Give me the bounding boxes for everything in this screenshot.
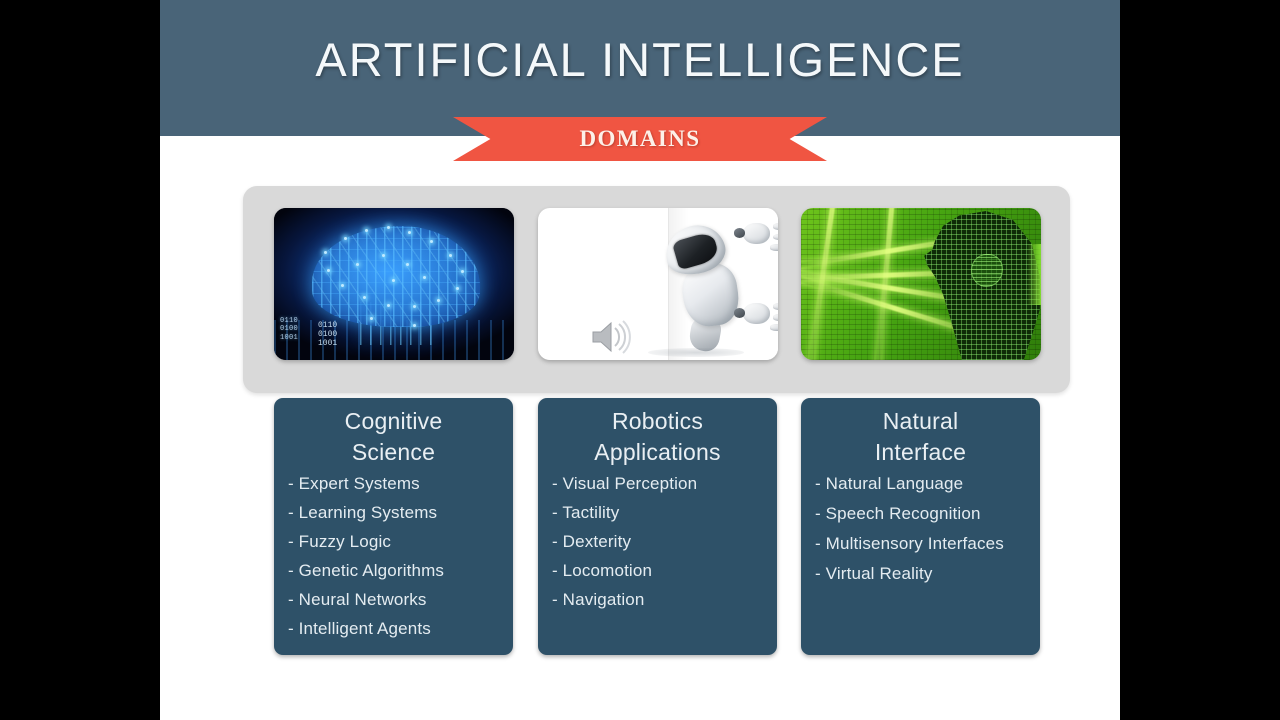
- card-item-list: - Natural Language - Speech Recognition …: [815, 474, 1040, 584]
- list-item: - Learning Systems: [288, 503, 438, 522]
- robot-image: [538, 208, 778, 360]
- card-title-line2: Interface: [874, 439, 967, 465]
- page-title: ARTIFICIAL INTELLIGENCE: [315, 33, 965, 86]
- letterbox-bar-right: [1120, 0, 1280, 720]
- presentation-slide: ARTIFICIAL INTELLIGENCE DOMAINS: [160, 0, 1120, 720]
- card-title: Cognitive Science: [284, 406, 503, 468]
- robot-finger: [770, 324, 778, 332]
- list-item: - Tactility: [552, 503, 620, 522]
- robot-hand-upper: [742, 222, 771, 245]
- robot-figure: [658, 218, 778, 354]
- media-panel: 0110 0100 1001 0110 0100 1001: [243, 186, 1070, 393]
- card-item-list: - Expert Systems - Learning Systems - Fu…: [288, 474, 513, 639]
- binary-text-right: 0110 0100 1001: [318, 321, 338, 348]
- robot-finger: [770, 244, 778, 252]
- list-item: - Natural Language: [815, 474, 964, 493]
- robot-finger: [772, 222, 778, 230]
- brain-nodes: [274, 208, 514, 360]
- list-item: - Navigation: [552, 590, 645, 609]
- list-item: - Neural Networks: [288, 590, 427, 609]
- robot-finger: [772, 233, 778, 241]
- domain-card-cognitive-science[interactable]: Cognitive Science - Expert Systems - Lea…: [274, 398, 513, 655]
- list-item: - Virtual Reality: [815, 564, 933, 583]
- domains-ribbon: DOMAINS: [453, 117, 827, 161]
- card-title-line1: Cognitive: [344, 408, 443, 434]
- robot-finger: [772, 313, 778, 321]
- binary-text-left: 0110 0100 1001: [280, 316, 299, 342]
- list-item: - Multisensory Interfaces: [815, 534, 1004, 553]
- ribbon-shape: [453, 117, 827, 161]
- list-item: - Dexterity: [552, 532, 632, 551]
- robot-finger: [772, 303, 778, 311]
- robot-joint-lower: [734, 308, 746, 318]
- list-item: - Fuzzy Logic: [288, 532, 392, 551]
- robot-hand-lower: [742, 303, 771, 325]
- list-item: - Speech Recognition: [815, 504, 981, 523]
- domain-card-natural-interface[interactable]: Natural Interface - Natural Language - S…: [801, 398, 1040, 655]
- list-item: - Genetic Algorithms: [288, 561, 445, 580]
- card-title-line1: Robotics: [611, 408, 704, 434]
- robot-shadow: [648, 347, 745, 357]
- wireframe-ear: [971, 253, 1003, 288]
- card-item-list: - Visual Perception - Tactility - Dexter…: [552, 474, 777, 610]
- card-title-line1: Natural: [882, 408, 959, 434]
- list-item: - Locomotion: [552, 561, 653, 580]
- domain-card-robotics-applications[interactable]: Robotics Applications - Visual Perceptio…: [538, 398, 777, 655]
- card-title-line2: Applications: [594, 439, 721, 465]
- list-item: - Visual Perception: [552, 474, 698, 493]
- card-title-line2: Science: [351, 439, 436, 465]
- wireframe-head-image: [801, 208, 1041, 360]
- robot-joint-upper: [734, 228, 746, 238]
- circuit-brain-image: 0110 0100 1001 0110 0100 1001: [274, 208, 514, 360]
- card-title: Natural Interface: [811, 406, 1030, 468]
- green-edge-glow: [1026, 244, 1041, 306]
- speaker-icon: [591, 320, 631, 354]
- list-item: - Expert Systems: [288, 474, 420, 493]
- ribbon-label: DOMAINS: [579, 126, 701, 151]
- card-title: Robotics Applications: [548, 406, 767, 468]
- brain-shape: [312, 226, 481, 327]
- slide-header: ARTIFICIAL INTELLIGENCE: [160, 0, 1120, 136]
- letterbox-bar-left: [0, 0, 160, 720]
- list-item: - Intelligent Agents: [288, 619, 431, 638]
